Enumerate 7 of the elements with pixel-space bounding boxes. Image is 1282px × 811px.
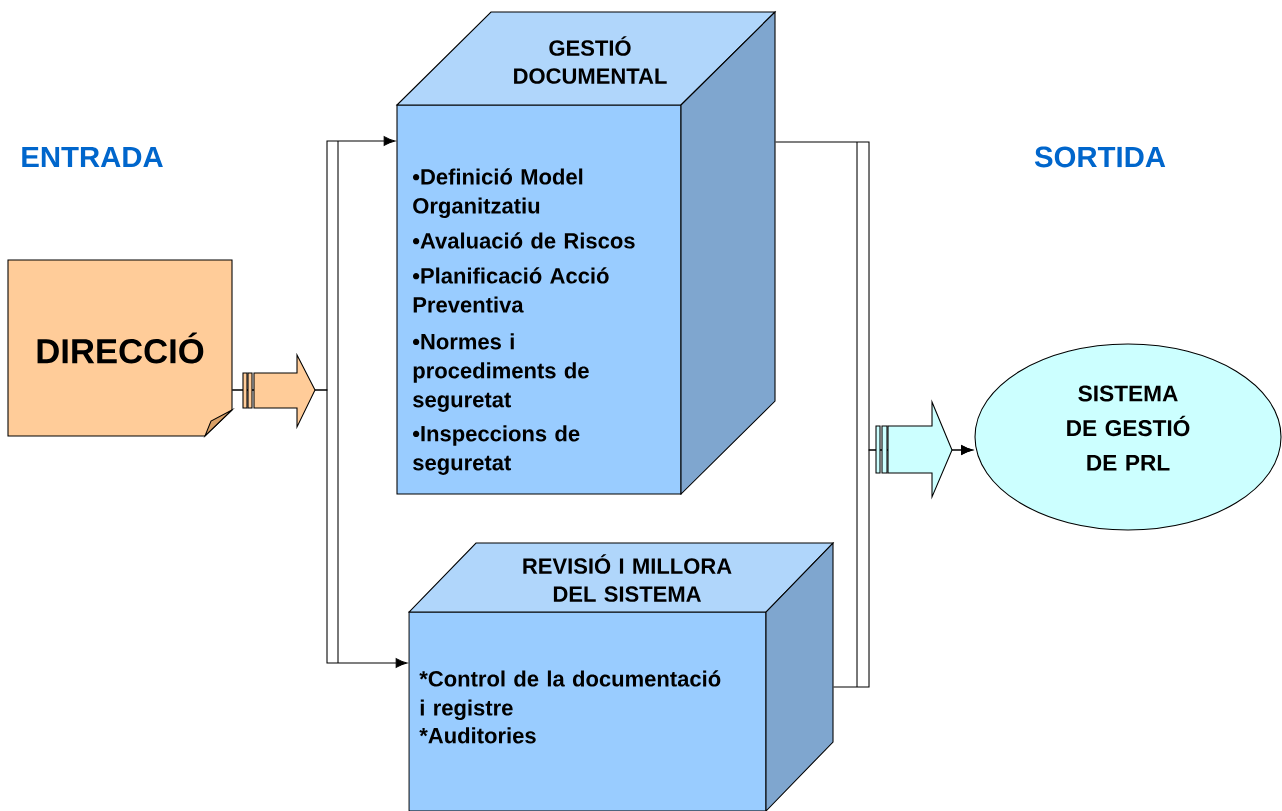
block-arrow — [242, 140, 339, 664]
node-label: REVISIÓ I MILLORA DEL SISTEMA — [523, 554, 732, 602]
section-label: SORTIDA — [1034, 146, 1166, 168]
section-label: ENTRADA — [22, 146, 163, 168]
ellipse-node: SISTEMA DE GESTIÓ DE PRL — [974, 343, 1282, 531]
node-label: GESTIÓ DOCUMENTAL — [514, 36, 667, 84]
block-arrow — [856, 141, 953, 688]
